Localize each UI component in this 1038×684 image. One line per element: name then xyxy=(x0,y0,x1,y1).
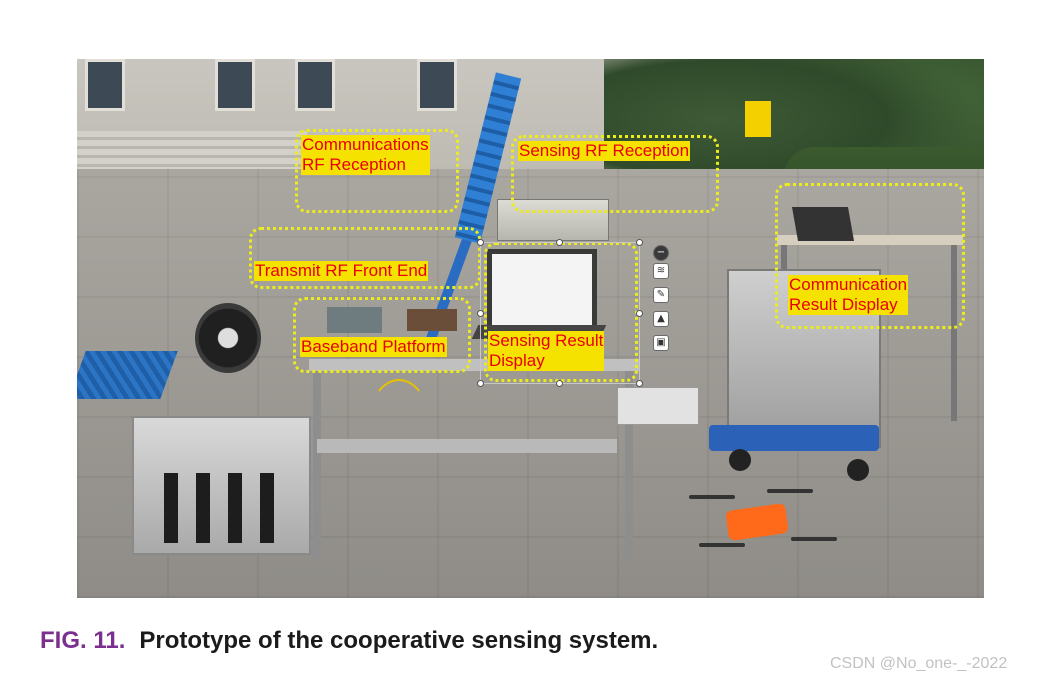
layers-icon[interactable]: ≋ xyxy=(653,263,669,279)
selection-frame[interactable] xyxy=(480,242,640,384)
chassis-rack xyxy=(132,416,311,555)
cart-base xyxy=(709,425,879,451)
pen-icon[interactable]: ✎ xyxy=(653,287,669,303)
drone-rotor xyxy=(689,495,735,499)
figure-number: FIG. 11. xyxy=(40,627,126,654)
label-sensing-rf-reception: Sensing RF Reception xyxy=(518,141,691,161)
caption-text: Prototype of the cooperative sensing sys… xyxy=(139,627,659,654)
prototype-photo: Communications RF Reception Sensing RF R… xyxy=(77,59,984,598)
label-communications-rf-reception: Communications RF Reception xyxy=(301,135,430,175)
drone-rotor xyxy=(699,543,745,547)
stamp-icon[interactable]: ▲ xyxy=(653,311,669,327)
resize-handle[interactable] xyxy=(556,239,563,246)
label-baseband-platform: Baseband Platform xyxy=(300,337,447,357)
watermark: CSDN @No_one-_-2022 xyxy=(830,655,1008,672)
yellow-cable xyxy=(367,379,431,473)
minus-icon[interactable]: − xyxy=(653,245,669,261)
absorber-mat xyxy=(77,351,178,399)
frame-icon[interactable]: ▣ xyxy=(653,335,669,351)
figure-caption: FIG. 11. Prototype of the cooperative sen… xyxy=(40,627,658,655)
label-sensing-result-display: Sensing Result Display xyxy=(488,331,605,371)
resize-handle[interactable] xyxy=(477,380,484,387)
transmit-rf-front-end-box xyxy=(249,227,481,289)
resize-handle[interactable] xyxy=(636,380,643,387)
resize-handle[interactable] xyxy=(636,239,643,246)
baseband-unit xyxy=(327,307,382,333)
drone-rotor xyxy=(791,537,837,541)
sensing-rf-reception-box xyxy=(511,135,719,213)
power-supply xyxy=(617,387,699,425)
resize-handle[interactable] xyxy=(477,310,484,317)
drone-rotor xyxy=(767,489,813,493)
resize-handle[interactable] xyxy=(636,310,643,317)
resize-handle[interactable] xyxy=(556,380,563,387)
bench-leg xyxy=(625,371,633,561)
warning-sign xyxy=(745,101,771,137)
cart-wheel xyxy=(729,449,751,471)
bench-shelf xyxy=(317,439,617,453)
cart-wheel xyxy=(847,459,869,481)
cable-reel xyxy=(195,303,261,373)
fpga-board xyxy=(407,309,457,331)
communication-desk xyxy=(777,235,963,245)
bench-leg xyxy=(313,371,321,561)
resize-handle[interactable] xyxy=(477,239,484,246)
label-communication-result-display: Communication Result Display xyxy=(788,275,909,315)
desk-leg xyxy=(951,245,957,421)
comm-result-display-box xyxy=(775,183,965,329)
baseband-platform-box xyxy=(293,297,471,373)
comm-rf-reception-box xyxy=(295,129,459,213)
label-transmit-rf-front-end: Transmit RF Front End xyxy=(254,261,429,281)
